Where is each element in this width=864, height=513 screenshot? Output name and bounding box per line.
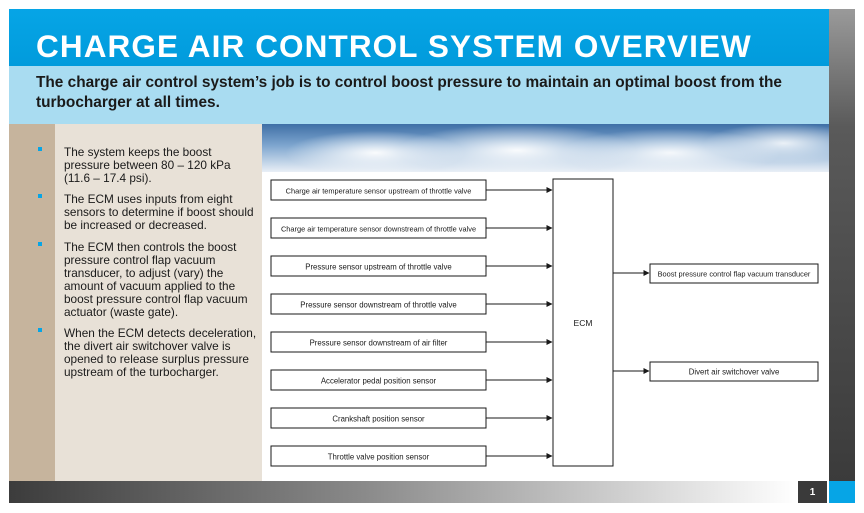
input-label: Pressure sensor downstream of throttle v… bbox=[300, 301, 456, 310]
bullet-text: When the ECM detects deceleration, the d… bbox=[64, 326, 257, 380]
page-subtitle: The charge air control system’s job is t… bbox=[36, 74, 782, 111]
bullet-item: When the ECM detects deceleration, the d… bbox=[36, 327, 258, 379]
output-label: Boost pressure control flap vacuum trans… bbox=[658, 270, 811, 279]
footer-accent-square bbox=[829, 481, 855, 503]
output-box-divert-air-valve: Divert air switchover valve bbox=[649, 361, 819, 382]
input-box-crankshaft-position: Crankshaft position sensor bbox=[270, 407, 487, 429]
page-title: CHARGE AIR CONTROL SYSTEM OVERVIEW bbox=[36, 28, 752, 64]
input-box-pressure-downstream-throttle: Pressure sensor downstream of throttle v… bbox=[270, 293, 487, 315]
left-stripe bbox=[9, 124, 55, 481]
footer-bar bbox=[9, 481, 798, 503]
input-box-charge-air-temp-upstream: Charge air temperature sensor upstream o… bbox=[270, 179, 487, 201]
bullet-item: The system keeps the boost pressure betw… bbox=[36, 145, 258, 186]
bullet-text: The ECM then controls the boost pressure… bbox=[64, 239, 248, 320]
input-box-charge-air-temp-downstream: Charge air temperature sensor downstream… bbox=[270, 217, 487, 239]
input-label: Throttle valve position sensor bbox=[328, 453, 430, 462]
bullet-text: The system keeps the boost pressure betw… bbox=[64, 145, 231, 186]
bullet-item: The ECM uses inputs from eight sensors t… bbox=[36, 193, 258, 232]
bullet-square-icon bbox=[38, 194, 42, 199]
ecm-box: ECM bbox=[552, 178, 614, 467]
page-number: 1 bbox=[798, 481, 827, 503]
ecm-block-diagram: Charge air temperature sensor upstream o… bbox=[270, 178, 819, 467]
input-box-accelerator-pedal: Accelerator pedal position sensor bbox=[270, 369, 487, 391]
input-box-pressure-downstream-air-filter: Pressure sensor downstream of air filter bbox=[270, 331, 487, 353]
bullet-text: The ECM uses inputs from eight sensors t… bbox=[64, 192, 254, 233]
sky-banner-image bbox=[262, 124, 829, 172]
output-box-boost-pressure-transducer: Boost pressure control flap vacuum trans… bbox=[649, 263, 819, 284]
input-label: Charge air temperature sensor downstream… bbox=[281, 225, 476, 234]
bullet-list: The system keeps the boost pressure betw… bbox=[36, 145, 258, 388]
title-band bbox=[9, 9, 829, 66]
input-box-throttle-valve-position: Throttle valve position sensor bbox=[270, 445, 487, 467]
input-label: Charge air temperature sensor upstream o… bbox=[286, 187, 472, 196]
subtitle-band bbox=[9, 66, 829, 124]
input-label: Pressure sensor downstream of air filter bbox=[310, 339, 448, 348]
input-label: Pressure sensor upstream of throttle val… bbox=[305, 263, 451, 272]
bullet-square-icon bbox=[38, 147, 42, 151]
bullet-square-icon bbox=[38, 328, 42, 333]
input-label: Crankshaft position sensor bbox=[332, 415, 425, 424]
input-label: Accelerator pedal position sensor bbox=[321, 377, 437, 386]
bullet-item: The ECM then controls the boost pressure… bbox=[36, 239, 258, 320]
ecm-label: ECM bbox=[574, 318, 593, 328]
bullet-square-icon bbox=[38, 241, 42, 246]
right-accent-bar bbox=[829, 9, 855, 481]
bullet-panel bbox=[55, 124, 262, 481]
output-label: Divert air switchover valve bbox=[689, 368, 780, 377]
input-box-pressure-upstream-throttle: Pressure sensor upstream of throttle val… bbox=[270, 255, 487, 277]
